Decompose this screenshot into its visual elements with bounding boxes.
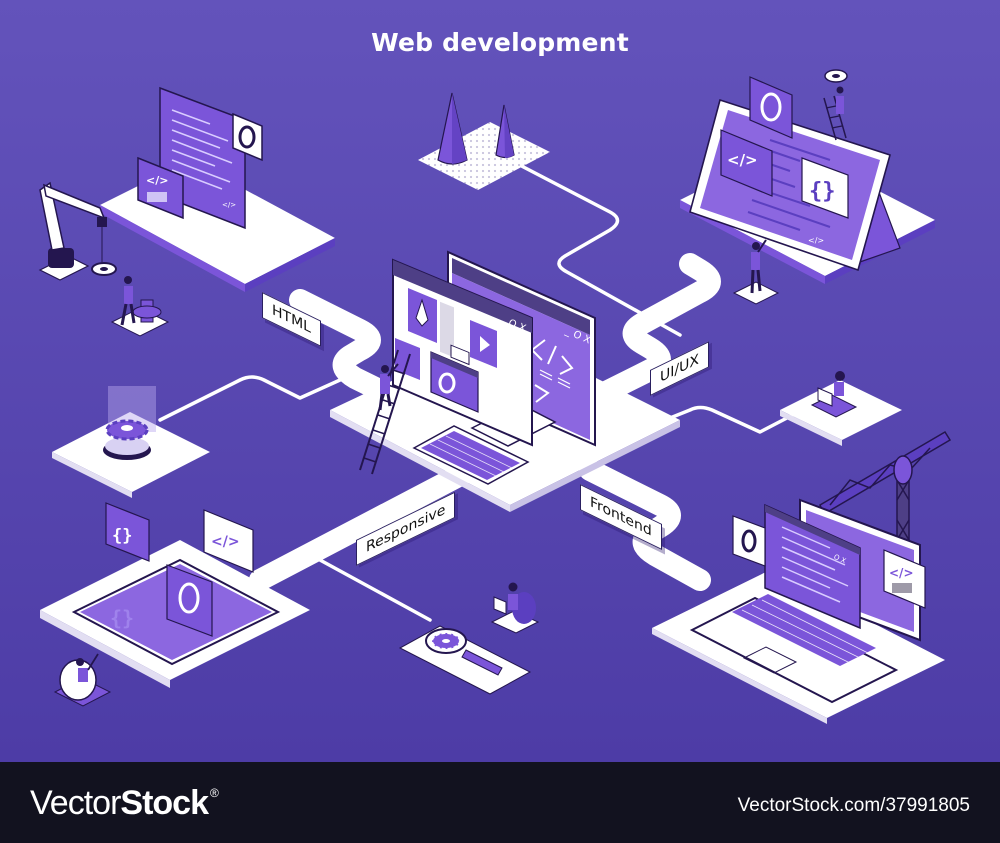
person-in-beanbag (53, 653, 112, 707)
gear-icon (178, 582, 200, 614)
browser-window: _ O X (392, 258, 533, 447)
code-tag-icon: </> (146, 174, 168, 187)
braces-icon: {} (110, 606, 134, 630)
person-with-laptop-platform (780, 371, 902, 446)
page-title: Web development (371, 28, 629, 57)
magnifier-handle (461, 649, 503, 676)
play-icon (480, 336, 490, 352)
responsive-tablet: {} {} </> (40, 502, 310, 707)
cones-platform (418, 92, 550, 190)
central-desktop: _ O X _ O X (359, 250, 596, 485)
gear-card (232, 112, 263, 162)
watermark-footer: VectorStock® VectorStock.com/37991805 (0, 762, 1000, 843)
robot-arm (38, 181, 117, 281)
gear-card (732, 515, 766, 567)
magnifier-platform (398, 582, 540, 695)
code-tag-icon: </> (211, 534, 240, 550)
code-tag-icon: </> (222, 201, 236, 209)
person-pointing (732, 239, 780, 305)
registered-mark: ® (209, 786, 219, 800)
person-with-laptop (490, 582, 540, 634)
laptop-icon (817, 387, 833, 407)
vectorstock-logo: VectorStock® (30, 784, 219, 823)
html-workstation: </> </> (38, 86, 335, 337)
person-at-lectern (110, 276, 170, 337)
code-tag-card: </> (883, 549, 926, 609)
braces-icon: {} (112, 526, 132, 546)
keyboard (412, 425, 530, 485)
image-reference: VectorStock.com/37991805 (737, 795, 970, 816)
frontend-laptop: _ O X </> (652, 430, 952, 724)
code-window: _ O X (764, 503, 861, 630)
uiux-tablet: </> {} </> (680, 69, 935, 305)
gear-card (749, 76, 793, 139)
code-tag-card: </> (720, 129, 773, 197)
code-tag-icon: </> (889, 566, 914, 580)
code-tag-icon: </> (727, 151, 758, 169)
brand-light-text: Vector (30, 784, 121, 822)
gear-icon (438, 372, 456, 394)
code-tag-card: </> (137, 156, 184, 220)
person-on-ladder (359, 349, 411, 475)
code-tag-card: </> (203, 509, 254, 573)
braces-card: {} (801, 157, 849, 219)
code-tag-icon: </> (808, 236, 824, 245)
illustration-canvas: </> </> (0, 0, 1000, 762)
gear-pedestal (52, 386, 210, 498)
person-on-ladder (823, 69, 848, 141)
brand-bold-text: Stock (120, 784, 209, 822)
braces-icon: {} (809, 179, 836, 204)
braces-card: {} (105, 502, 150, 562)
pen-tool-icon (415, 298, 429, 327)
